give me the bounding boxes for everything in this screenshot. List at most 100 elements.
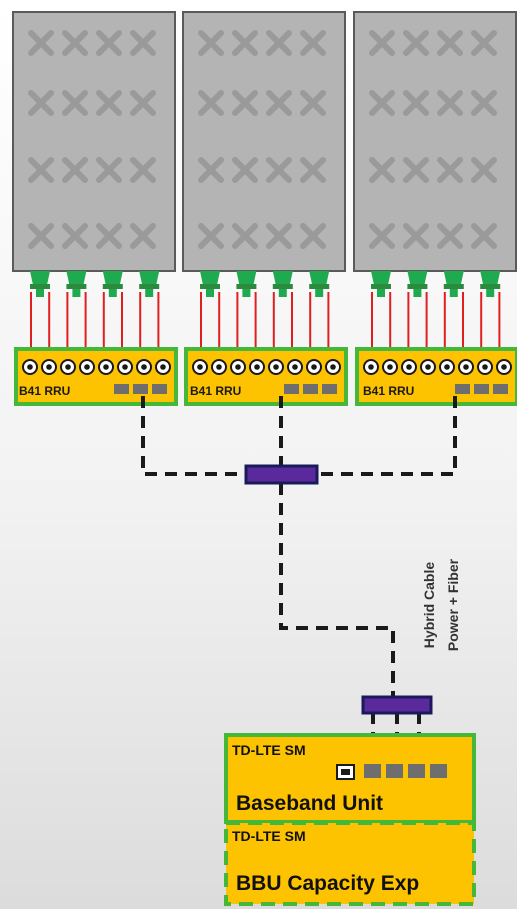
upper-splitter-icon bbox=[244, 464, 319, 485]
x-mark-icon bbox=[198, 90, 224, 116]
x-mark-icon bbox=[232, 30, 258, 56]
feed-lines bbox=[30, 271, 501, 352]
x-mark-icon bbox=[471, 157, 497, 183]
x-mark-icon bbox=[266, 223, 292, 249]
feed-group-2 bbox=[200, 271, 330, 352]
rf-port-center bbox=[463, 364, 469, 370]
rf-port-center bbox=[103, 364, 109, 370]
fiber-port-icon bbox=[455, 384, 470, 394]
rf-port-center bbox=[311, 364, 317, 370]
x-mark-icon bbox=[266, 157, 292, 183]
hybrid-cables bbox=[141, 396, 457, 768]
feed-group-1 bbox=[30, 271, 160, 352]
connector-stub bbox=[449, 289, 458, 297]
rf-port-center bbox=[368, 364, 374, 370]
x-mark-icon bbox=[28, 223, 54, 249]
fiber-port-icon bbox=[114, 384, 129, 394]
rf-port-center bbox=[330, 364, 336, 370]
x-mark-icon bbox=[300, 157, 326, 183]
x-mark-icon bbox=[198, 223, 224, 249]
fiber-port-icon bbox=[152, 384, 167, 394]
connector-icon bbox=[407, 271, 428, 285]
fiber-port-icon bbox=[133, 384, 148, 394]
antenna-panel-3 bbox=[353, 11, 517, 272]
bbu-port-icon bbox=[364, 764, 381, 778]
rf-port-center bbox=[444, 364, 450, 370]
connector-bar bbox=[102, 284, 123, 289]
x-mark-icon bbox=[300, 30, 326, 56]
x-mark-icon bbox=[232, 157, 258, 183]
x-mark-icon bbox=[437, 90, 463, 116]
baseband-unit bbox=[224, 733, 476, 824]
rf-port-center bbox=[235, 364, 241, 370]
fiber-port-icon bbox=[322, 384, 337, 394]
connector-icon bbox=[309, 271, 330, 285]
rf-port-center bbox=[84, 364, 90, 370]
connector-stub bbox=[72, 289, 81, 297]
x-mark-icon bbox=[28, 90, 54, 116]
connector-bar bbox=[309, 284, 330, 289]
x-mark-icon bbox=[369, 223, 395, 249]
lower-splitter-icon bbox=[361, 695, 433, 715]
x-mark-icon bbox=[471, 223, 497, 249]
x-mark-icon bbox=[369, 30, 395, 56]
rru-label-2: B41 RRU bbox=[190, 384, 242, 398]
fiber-port-icon bbox=[493, 384, 508, 394]
bbu-port-icon bbox=[408, 764, 425, 778]
connector-icon bbox=[200, 271, 220, 285]
x-mark-icon bbox=[96, 157, 122, 183]
x-mark-icon bbox=[403, 30, 429, 56]
connector-stub bbox=[315, 289, 324, 297]
bbu-name: Baseband Unit bbox=[236, 792, 384, 815]
connector-stub bbox=[377, 289, 385, 297]
x-mark-icon bbox=[130, 223, 156, 249]
rru-unit-1 bbox=[14, 347, 178, 406]
x-mark-icon bbox=[300, 223, 326, 249]
power-fiber-label: Power + Fiber bbox=[445, 558, 461, 652]
x-mark-icon bbox=[471, 90, 497, 116]
rru-box bbox=[184, 347, 348, 406]
x-mark-icon bbox=[198, 157, 224, 183]
connector-stub bbox=[242, 289, 251, 297]
cable-rru3 bbox=[316, 396, 457, 476]
feed-group-3 bbox=[371, 271, 501, 352]
x-mark-icon bbox=[96, 223, 122, 249]
x-mark-icon bbox=[403, 157, 429, 183]
connector-stub bbox=[145, 289, 154, 297]
x-mark-icon bbox=[130, 90, 156, 116]
connector-bar bbox=[480, 284, 501, 289]
x-mark-icon bbox=[62, 157, 88, 183]
antenna-panel-2 bbox=[182, 11, 346, 272]
connector-bar bbox=[139, 284, 160, 289]
connector-icon bbox=[102, 271, 123, 285]
rru-unit-2 bbox=[184, 347, 348, 406]
rru-box bbox=[14, 347, 178, 406]
x-mark-icon bbox=[437, 30, 463, 56]
rru-box bbox=[355, 347, 517, 406]
rf-port-center bbox=[197, 364, 203, 370]
rf-port-center bbox=[141, 364, 147, 370]
capacity-expansion bbox=[224, 821, 476, 906]
trunk-cable bbox=[279, 483, 395, 697]
bbu-module-label: TD-LTE SM bbox=[232, 742, 306, 758]
x-mark-icon bbox=[62, 90, 88, 116]
capacity-name: BBU Capacity Exp bbox=[236, 872, 420, 895]
connector-stub bbox=[108, 289, 117, 297]
x-mark-icon bbox=[369, 90, 395, 116]
rf-port-center bbox=[46, 364, 52, 370]
rru-label-3: B41 RRU bbox=[363, 384, 415, 398]
rru-unit-3 bbox=[355, 347, 517, 406]
connector-icon bbox=[30, 271, 50, 285]
connector-stub bbox=[206, 289, 214, 297]
rf-port-center bbox=[65, 364, 71, 370]
connector-icon bbox=[371, 271, 391, 285]
x-mark-icon bbox=[62, 223, 88, 249]
rf-port-center bbox=[387, 364, 393, 370]
connector-bar bbox=[443, 284, 464, 289]
antenna-panel-1 bbox=[12, 11, 176, 272]
capacity-box bbox=[224, 821, 476, 906]
x-mark-icon bbox=[232, 223, 258, 249]
rf-port-center bbox=[273, 364, 279, 370]
rf-port-center bbox=[406, 364, 412, 370]
